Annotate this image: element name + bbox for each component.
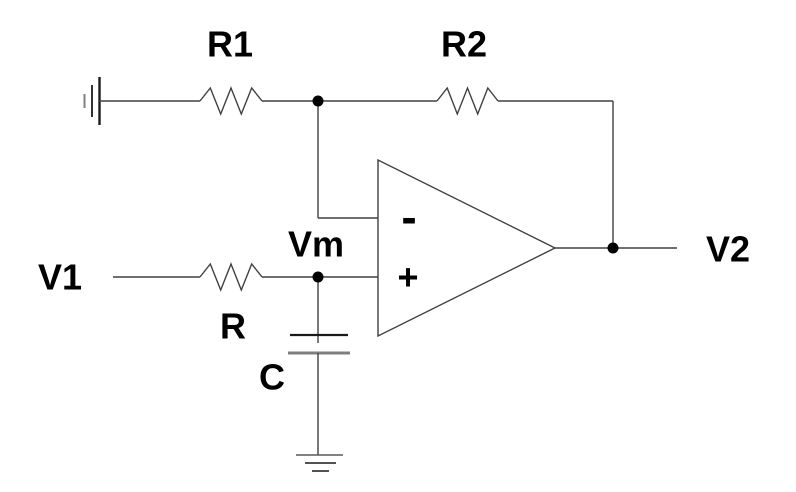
resistor-r: R [199,262,263,347]
opamp-triangle [377,158,557,338]
resistor-r1-zigzag [199,86,263,116]
label-v1: V1 [38,257,82,298]
ground-bottom-icon [296,454,343,472]
label-opamp-plus: + [397,257,418,298]
label-r2: R2 [441,24,487,65]
ground-left-icon [83,77,101,125]
resistor-r-zigzag [199,262,263,292]
label-c: C [259,357,285,398]
label-v2: V2 [706,229,750,270]
node-dot-feedback [312,95,324,107]
opamp: - + [377,158,557,338]
capacitor-c: C [259,333,350,398]
label-r1: R1 [207,24,253,65]
label-vm: Vm [288,224,344,265]
label-opamp-minus: - [401,191,416,243]
label-r: R [220,306,246,347]
resistor-r2: R2 [436,24,499,116]
node-dot-vm [312,271,324,283]
node-dot-output [607,242,619,254]
resistor-r2-zigzag [436,86,499,116]
resistor-r1: R1 [199,24,263,116]
